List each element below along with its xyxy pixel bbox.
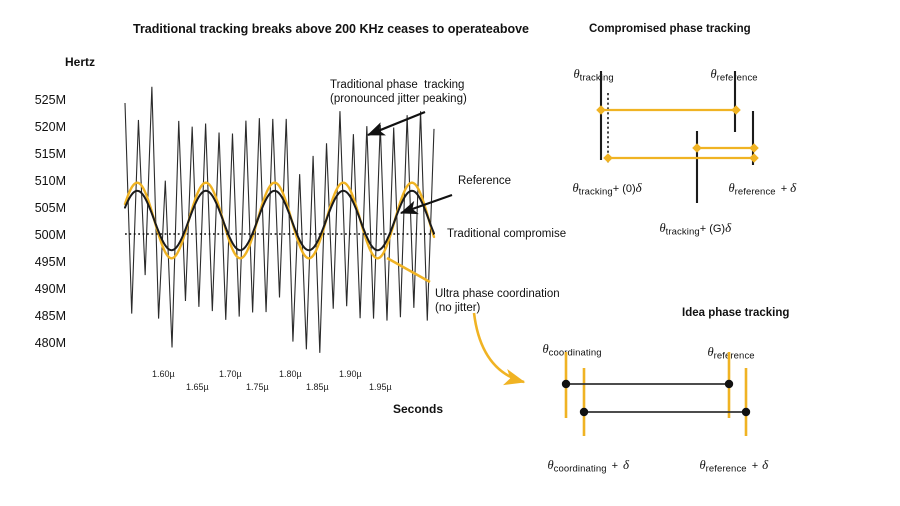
theta-subscript: tracking [665, 226, 700, 238]
y-tick-495m: 495M [34, 255, 66, 269]
theta-glyph: θ [572, 181, 579, 196]
y-tick-485m: 485M [34, 309, 66, 323]
y-tick-525m: 525M [34, 93, 66, 107]
theta-glyph: θ [699, 458, 706, 473]
theta-glyph: θ [707, 345, 714, 360]
theta-operator: + (0) [612, 183, 636, 196]
theta-subscript: reference [713, 350, 755, 362]
theta-glyph: θ [542, 342, 549, 357]
arrow-ultra-to-ideal [472, 312, 526, 386]
y-axis-label: Hertz [65, 55, 96, 69]
y-tick-510m: 510M [34, 174, 66, 188]
theta-subscript: tracking [578, 186, 613, 198]
theta-subscript: reference [705, 463, 747, 475]
marker-upper-right [731, 105, 741, 115]
annotation-ultra-phase: Ultra phase coordination (no jitter) [435, 288, 560, 315]
theta-subscript: coordinating [548, 347, 602, 359]
marker-lower-right [749, 153, 759, 163]
arrow-jitter [366, 110, 426, 137]
theta-operator: + [780, 183, 788, 196]
ideal-diagram-title: Idea phase tracking [682, 307, 790, 319]
arrow-reference [399, 193, 453, 215]
series-reference-sine [124, 189, 435, 252]
y-tick-480m: 480M [34, 336, 66, 350]
marker-middle-left [692, 143, 702, 153]
theta-glyph: θ [547, 458, 554, 473]
x-tick-175u: 1.75µ [246, 382, 269, 392]
theta-subscript: reference [734, 186, 776, 198]
label-theta-coordinating-top: θcoordinating [530, 327, 602, 375]
x-tick-185u: 1.85µ [306, 382, 329, 392]
theta-glyph: θ [659, 221, 666, 236]
delta-glyph: δ [762, 457, 769, 473]
y-tick-490m: 490M [34, 282, 66, 296]
delta-glyph: δ [790, 180, 797, 196]
theta-subscript: coordinating [553, 463, 607, 475]
x-tick-170u: 1.70µ [219, 369, 242, 379]
delta-glyph: δ [725, 220, 732, 236]
y-tick-520m: 520M [34, 120, 66, 134]
x-axis-label: Seconds [393, 402, 444, 416]
compromised-diagram-title: Compromised phase tracking [589, 23, 751, 35]
theta-operator: + (G) [699, 223, 726, 236]
label-theta-reference-delta-ideal: θreference +δ [687, 442, 769, 491]
x-tick-160u: 1.60µ [152, 369, 175, 379]
compromised-phase-diagram [596, 71, 759, 203]
label-theta-tracking-top: θtracking [561, 52, 614, 100]
x-tick-195u: 1.95µ [369, 382, 392, 392]
dot-reference [724, 379, 734, 389]
marker-upper-left [596, 105, 606, 115]
chart-plot-area [123, 86, 436, 353]
annotation-jitter: Traditional phase tracking (pronounced j… [330, 79, 467, 106]
label-theta-coordinating-delta: θcoordinating + δ [535, 442, 630, 491]
label-theta-reference-delta: θreference +δ [716, 165, 797, 214]
arrow-ultra-phase [386, 256, 431, 284]
label-theta-reference-top: θreference [698, 52, 758, 100]
series-traditional-jitter [124, 86, 435, 353]
delta-glyph: δ [635, 180, 642, 196]
dot-reference-delta [741, 407, 751, 417]
theta-glyph: θ [573, 67, 580, 82]
label-theta-reference-top-ideal: θreference [695, 330, 755, 378]
dot-coordinating [561, 379, 571, 389]
x-tick-180u: 1.80µ [279, 369, 302, 379]
marker-middle-right [749, 143, 759, 153]
x-tick-190u: 1.90µ [339, 369, 362, 379]
theta-operator: + [611, 460, 619, 473]
theta-subscript: tracking [579, 72, 614, 84]
theta-glyph: θ [728, 181, 735, 196]
theta-glyph: θ [710, 67, 717, 82]
annotation-reference: Reference [458, 175, 512, 187]
delta-glyph: δ [623, 457, 630, 473]
y-tick-515m: 515M [34, 147, 66, 161]
theta-subscript: reference [716, 72, 758, 84]
theta-operator: + [751, 460, 759, 473]
y-tick-500m: 500M [34, 228, 66, 242]
series-ultra-phase-coordination [123, 181, 436, 260]
ideal-phase-diagram [561, 352, 751, 436]
label-theta-tracking-gain-delta: θtracking+ (G)δ [647, 205, 732, 254]
marker-lower-left [603, 153, 613, 163]
annotation-traditional-compromise: Traditional compromise [447, 228, 567, 240]
y-tick-505m: 505M [34, 201, 66, 215]
dot-coordinating-delta [579, 407, 589, 417]
label-theta-tracking-zero-delta: θtracking+ (0)δ [560, 165, 642, 214]
x-tick-165u: 1.65µ [186, 382, 209, 392]
